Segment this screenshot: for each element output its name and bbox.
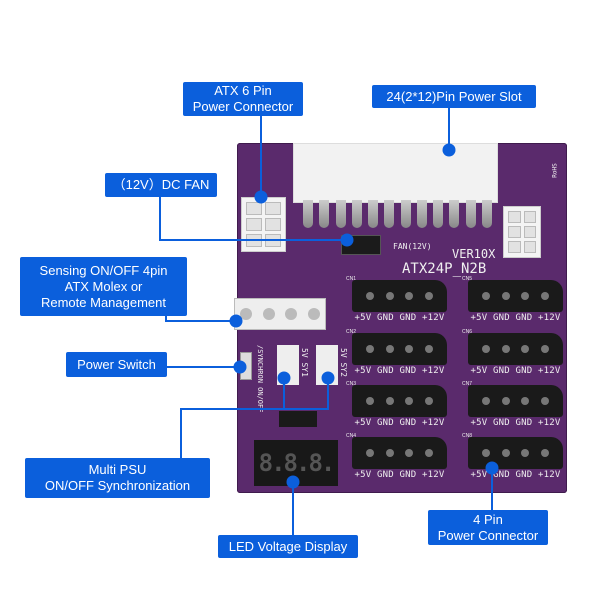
pin-labels: +5V GND GND +12V [470, 366, 561, 376]
pin-labels: +5V GND GND +12V [470, 418, 561, 428]
pin-labels: +5V GND GND +12V [354, 418, 445, 428]
molex-output-connector [352, 333, 447, 365]
molex-output-connector [352, 385, 447, 417]
pin-labels: +5V GND GND +12V [470, 470, 561, 480]
callout-24pin-slot: 24(2*12)Pin Power Slot [372, 85, 536, 108]
molex-output-connector [352, 280, 447, 312]
callout-led-display: LED Voltage Display [218, 535, 358, 558]
pin-labels: +5V GND GND +12V [354, 313, 445, 323]
led-marker [286, 475, 300, 489]
sy1-label: 5V SY1 [300, 348, 309, 377]
led-digits: 8.8.8. [258, 449, 336, 477]
connector-id: CN1 [346, 276, 357, 282]
power-switch-marker [233, 360, 247, 374]
connector-id: CN5 [462, 276, 473, 282]
sensing-marker [229, 314, 243, 328]
connector-id: CN6 [462, 329, 473, 335]
rohs-mark: RoHS [551, 163, 559, 178]
board-model: ATX24P_N2B [402, 261, 487, 277]
fan-label: FAN(12V) [393, 242, 432, 251]
connector-id: CN3 [346, 381, 357, 387]
board-version: VER10X [452, 247, 496, 261]
pin-labels: +5V GND GND +12V [470, 313, 561, 323]
atx-24pin-slot [293, 143, 498, 203]
molex-output-connector [352, 437, 447, 469]
sync-label: /SYNCHRON ON/OFF [256, 345, 264, 413]
callout-power-switch: Power Switch [66, 352, 167, 377]
dcfan-marker [340, 233, 354, 247]
connector-id: CN4 [346, 433, 357, 439]
atx-6pin-connector [241, 197, 286, 252]
led-voltage-display: 8.8.8. [254, 440, 338, 486]
pin4-marker [485, 461, 499, 475]
pin-labels: +5V GND GND +12V [354, 366, 445, 376]
slot24-marker [442, 143, 456, 157]
pin-labels: +5V GND GND +12V [354, 470, 445, 480]
callout-dc-fan: （12V）DC FAN [105, 173, 217, 197]
molex-output-connector [468, 437, 563, 469]
slot-pins [300, 200, 495, 228]
molex-output-connector [468, 280, 563, 312]
molex-output-connector [468, 385, 563, 417]
molex-output-connector [468, 333, 563, 365]
sy2-marker [321, 371, 335, 385]
connector-id: CN7 [462, 381, 473, 387]
sy2-label: 5V SY2 [339, 348, 348, 377]
atx-6pin-connector-right [503, 206, 541, 258]
connector-id: CN2 [346, 329, 357, 335]
atx6pin-marker [254, 190, 268, 204]
connector-id: CN8 [462, 433, 473, 439]
molex-input-connector [234, 298, 326, 330]
sync-chip [279, 411, 317, 427]
sy1-marker [277, 371, 291, 385]
